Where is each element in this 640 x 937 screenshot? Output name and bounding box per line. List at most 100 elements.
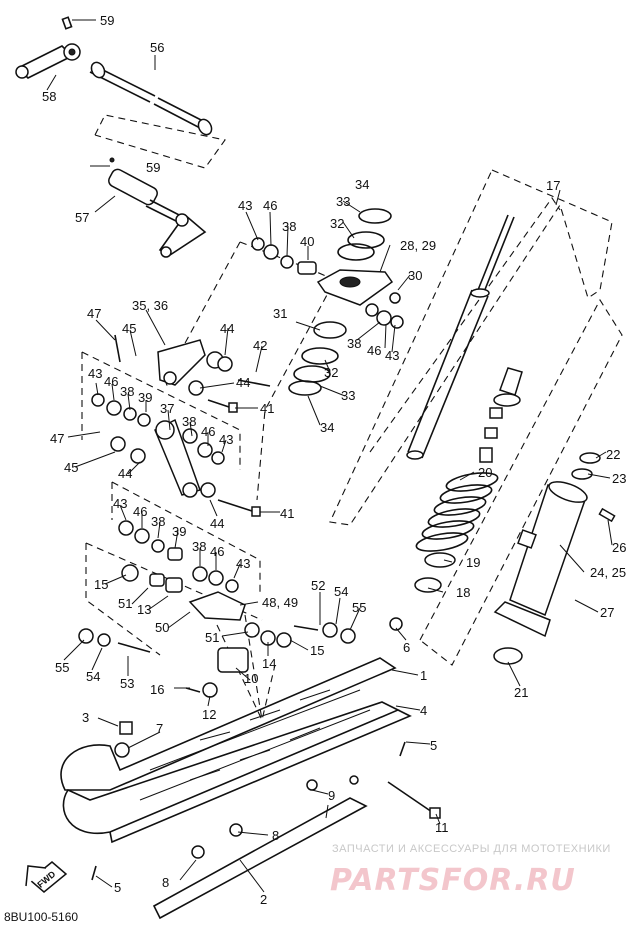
part-label: 21 — [514, 685, 528, 700]
part-label: 48, 49 — [262, 595, 298, 610]
part-label: 41 — [260, 401, 274, 416]
part-label: 10 — [244, 671, 258, 686]
part-number-labels: 59 56 58 59 57 34 17 43 46 38 40 33 32 2… — [42, 13, 626, 907]
part-label: 38 — [182, 414, 196, 429]
part-label: 12 — [202, 707, 216, 722]
part-label: 47 — [50, 431, 64, 446]
part-label: 43 — [238, 198, 252, 213]
ski-mount-part — [114, 591, 249, 758]
part-label: 14 — [262, 656, 276, 671]
part-label: 57 — [75, 210, 89, 225]
part-label: 50 — [155, 620, 169, 635]
part-label: 44 — [118, 466, 132, 481]
part-label: 8 — [162, 875, 169, 890]
part-label: 43 — [236, 556, 250, 571]
part-label: 1 — [420, 668, 427, 683]
part-label: 26 — [612, 540, 626, 555]
watermark-caption: ЗАПЧАСТИ И АКСЕССУАРЫ ДЛЯ МОТОТЕХНИКИ — [332, 843, 611, 855]
part-label: 47 — [87, 306, 101, 321]
part-label: 54 — [334, 584, 348, 599]
front-arm-part — [114, 334, 224, 386]
part-label: 52 — [311, 578, 325, 593]
spring-part — [415, 472, 499, 552]
part-label: 44 — [220, 321, 234, 336]
part-label: 24, 25 — [590, 565, 626, 580]
part-label: 16 — [150, 682, 164, 697]
part-label: 41 — [280, 506, 294, 521]
part-label: 20 — [478, 465, 492, 480]
part-label: 34 — [320, 420, 334, 435]
part-label: 39 — [172, 524, 186, 539]
part-label: 46 — [263, 198, 277, 213]
part-label: 37 — [160, 401, 174, 416]
part-label: 35, 36 — [132, 298, 168, 313]
part-label: 46 — [367, 343, 381, 358]
watermark-logo: PARTSFOR.RU — [330, 863, 576, 898]
part-label: 55 — [55, 660, 69, 675]
part-label: 31 — [273, 306, 287, 321]
part-label: 38 — [120, 384, 134, 399]
part-label: 44 — [236, 375, 250, 390]
shock-body-part — [493, 481, 588, 638]
part-label: 46 — [210, 544, 224, 559]
part-label: 3 — [82, 710, 89, 725]
part-label: 59 — [100, 13, 114, 28]
long-rod-part — [89, 61, 213, 136]
part-label: 51 — [118, 596, 132, 611]
part-label: 45 — [122, 321, 136, 336]
part-label: 15 — [94, 577, 108, 592]
part-label: 46 — [201, 424, 215, 439]
part-label: 5 — [114, 880, 121, 895]
part-label: 32 — [324, 365, 338, 380]
part-label: 38 — [192, 539, 206, 554]
part-label: 30 — [408, 268, 422, 283]
upper-bracket-part — [316, 269, 401, 306]
part-label: 43 — [385, 348, 399, 363]
part-label: 55 — [352, 600, 366, 615]
part-label: 46 — [133, 504, 147, 519]
part-label: 59 — [146, 160, 160, 175]
forward-arrow — [25, 861, 68, 893]
rod-end-part — [15, 16, 81, 79]
part-label: 34 — [355, 177, 369, 192]
shock-top-small-parts — [414, 367, 616, 593]
part-label: 27 — [600, 605, 614, 620]
part-label: 46 — [104, 374, 118, 389]
part-label: 33 — [341, 388, 355, 403]
part-label: 6 — [403, 640, 410, 655]
part-label: 17 — [546, 178, 560, 193]
part-label: 23 — [612, 471, 626, 486]
part-label: 5 — [430, 738, 437, 753]
part-label: 44 — [210, 516, 224, 531]
part-label: 53 — [120, 676, 134, 691]
part-label: 39 — [138, 390, 152, 405]
part-label: 19 — [466, 555, 480, 570]
part-label: 18 — [456, 585, 470, 600]
washer-stack-part — [288, 208, 392, 396]
part-label: 4 — [420, 703, 427, 718]
part-label: 38 — [282, 219, 296, 234]
part-label: 45 — [64, 460, 78, 475]
rear-arm-part — [154, 418, 201, 498]
part-label: 51 — [205, 630, 219, 645]
part-label: 38 — [347, 336, 361, 351]
part-label: 54 — [86, 669, 100, 684]
document-code: 8BU100-5160 — [4, 910, 78, 924]
leader-lines — [46, 19, 613, 893]
shock-link-part — [108, 157, 207, 258]
part-label: 8 — [272, 828, 279, 843]
part-label: 43 — [88, 366, 102, 381]
shock-rod-part — [406, 214, 515, 460]
part-label: 15 — [310, 643, 324, 658]
part-label: 7 — [156, 721, 163, 736]
part-label: 42 — [253, 338, 267, 353]
part-label: 58 — [42, 89, 56, 104]
part-label: 38 — [151, 514, 165, 529]
part-label: 22 — [606, 447, 620, 462]
part-label: 40 — [300, 234, 314, 249]
part-label: 9 — [328, 788, 335, 803]
part-label: 11 — [435, 820, 449, 835]
bushing-rows — [78, 237, 523, 665]
part-label: 13 — [137, 602, 151, 617]
